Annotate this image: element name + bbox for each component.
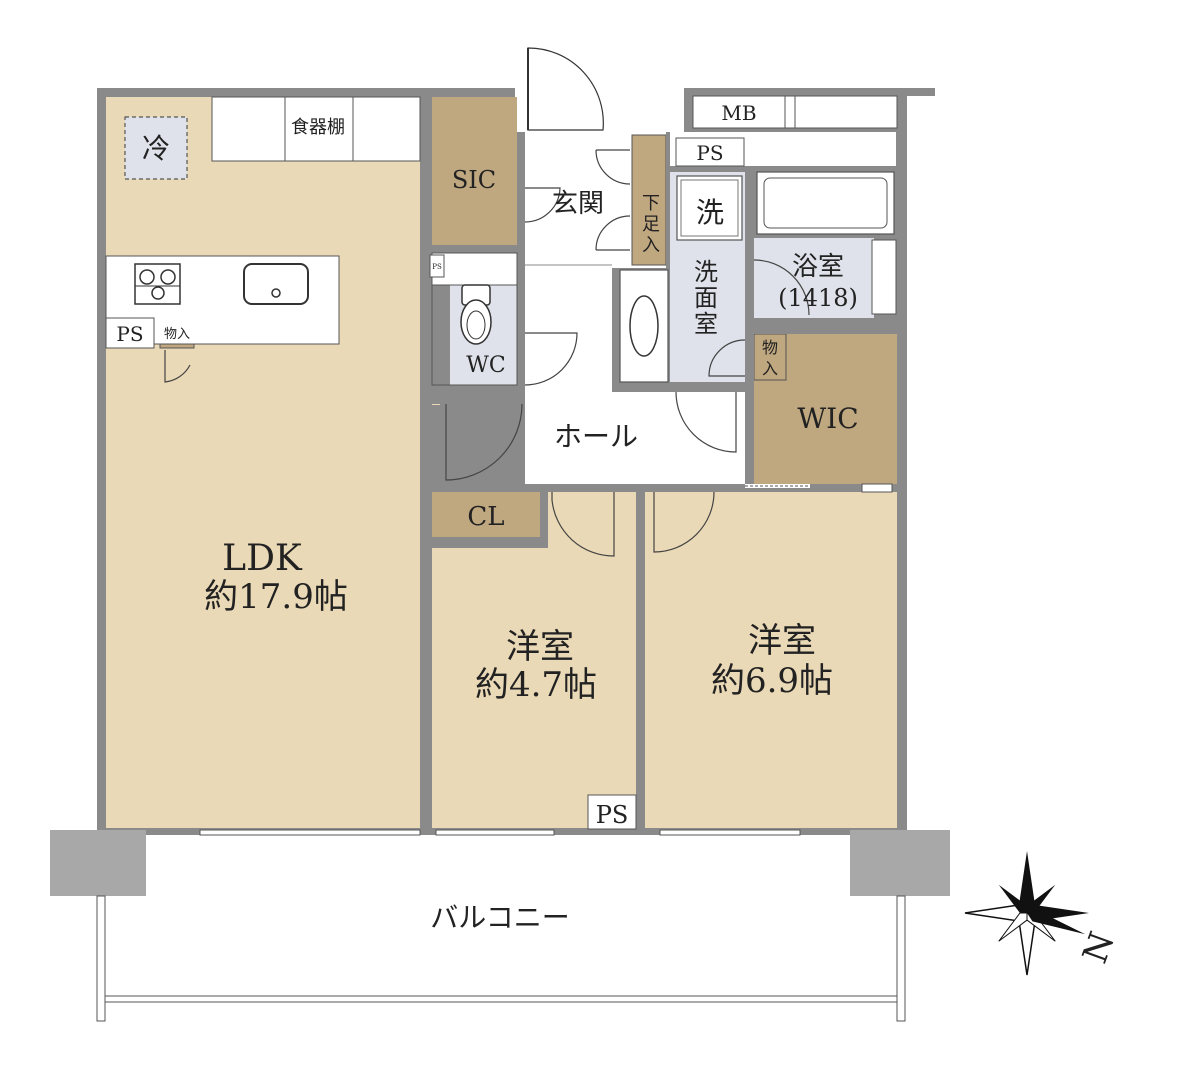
ps-kitchen-label: PS xyxy=(116,322,143,346)
basin-icon xyxy=(629,295,659,357)
washroom-label-1: 洗 xyxy=(694,258,718,286)
wic-label: WIC xyxy=(797,402,858,435)
western1-door xyxy=(551,492,615,557)
entrance-door xyxy=(527,47,604,131)
refrigerator xyxy=(124,116,188,180)
wc-door xyxy=(524,332,578,386)
entrance-inner-doors xyxy=(524,149,631,251)
kitchen-storage-door xyxy=(164,350,191,383)
bath xyxy=(753,171,897,316)
sink-icon xyxy=(243,263,309,305)
shoe-cabinet-label-2: 足 xyxy=(642,214,660,235)
balcony-label: バルコニー xyxy=(430,901,569,934)
balcony xyxy=(50,830,950,1022)
bath-door xyxy=(753,259,810,316)
shoe-cabinet-label-1: 下 xyxy=(642,193,660,214)
ps-kitchen-box xyxy=(105,317,155,349)
washroom-label-3: 室 xyxy=(694,310,718,338)
western2-floor xyxy=(645,492,897,828)
western2-size: 約6.9帖 xyxy=(711,661,833,701)
wash-storage-label-2: 入 xyxy=(762,359,778,378)
vanity xyxy=(619,269,669,383)
hall-door-right xyxy=(675,391,737,453)
sic-area xyxy=(432,97,517,245)
wc-room: PS xyxy=(429,252,578,386)
washroom-door xyxy=(708,339,746,377)
ps-western-label: PS xyxy=(596,801,629,829)
ldk-door xyxy=(445,403,523,481)
cupboard-label: 食器棚 xyxy=(291,117,345,138)
mb-box: MB xyxy=(692,95,898,129)
bath-label: 浴室 xyxy=(792,252,844,282)
cl-label: CL xyxy=(467,502,504,532)
kitchen-storage-label: 物入 xyxy=(164,327,190,342)
sic-label: SIC xyxy=(452,166,496,194)
compass-rose-icon xyxy=(964,851,1089,976)
western1-label: 洋室 xyxy=(506,627,574,667)
windows xyxy=(199,829,801,836)
western2-label: 洋室 xyxy=(748,621,816,661)
western2-door xyxy=(653,491,715,553)
bath-floor xyxy=(754,238,874,318)
bath-size: (1418) xyxy=(778,284,858,312)
column-left xyxy=(50,830,146,896)
western1-size: 約4.7帖 xyxy=(475,665,597,705)
hall-label: ホール xyxy=(554,420,638,453)
interior-walls xyxy=(420,96,907,835)
wc-label: WC xyxy=(466,353,505,378)
ps-western-box xyxy=(587,794,637,830)
hall-floor xyxy=(525,132,745,484)
shoe-cabinet-label-3: 入 xyxy=(642,235,660,256)
washroom: 洗 xyxy=(619,175,746,383)
washing-machine xyxy=(676,175,743,241)
mb-label: MB xyxy=(721,101,756,125)
kitchen: PS 物入 食器棚 冷 xyxy=(105,96,421,383)
toilet-icon xyxy=(460,284,492,345)
ps-wc-label: PS xyxy=(432,263,442,271)
storage-areas xyxy=(159,97,897,537)
cl-area xyxy=(432,492,540,537)
washer-label: 洗 xyxy=(696,196,724,229)
ldk-label: LDK xyxy=(222,538,303,579)
ps-wc-box xyxy=(429,254,445,278)
stove-icon xyxy=(134,263,181,305)
compass-north-label: N xyxy=(1075,927,1123,969)
entrance-label: 玄関 xyxy=(552,189,604,219)
ps-entrance-box xyxy=(675,137,745,167)
ldk-floor xyxy=(106,97,440,828)
wash-storage xyxy=(753,333,787,381)
ps-entrance-label: PS xyxy=(696,141,723,165)
refrigerator-label: 冷 xyxy=(142,132,170,165)
ldk-size: 約17.9帖 xyxy=(204,577,348,617)
washroom-label-2: 面 xyxy=(694,284,718,312)
column-right xyxy=(850,830,950,896)
western1-floor xyxy=(432,492,636,828)
cupboard xyxy=(211,96,421,162)
wash-storage-label-1: 物 xyxy=(762,338,778,357)
bathtub xyxy=(756,171,895,235)
